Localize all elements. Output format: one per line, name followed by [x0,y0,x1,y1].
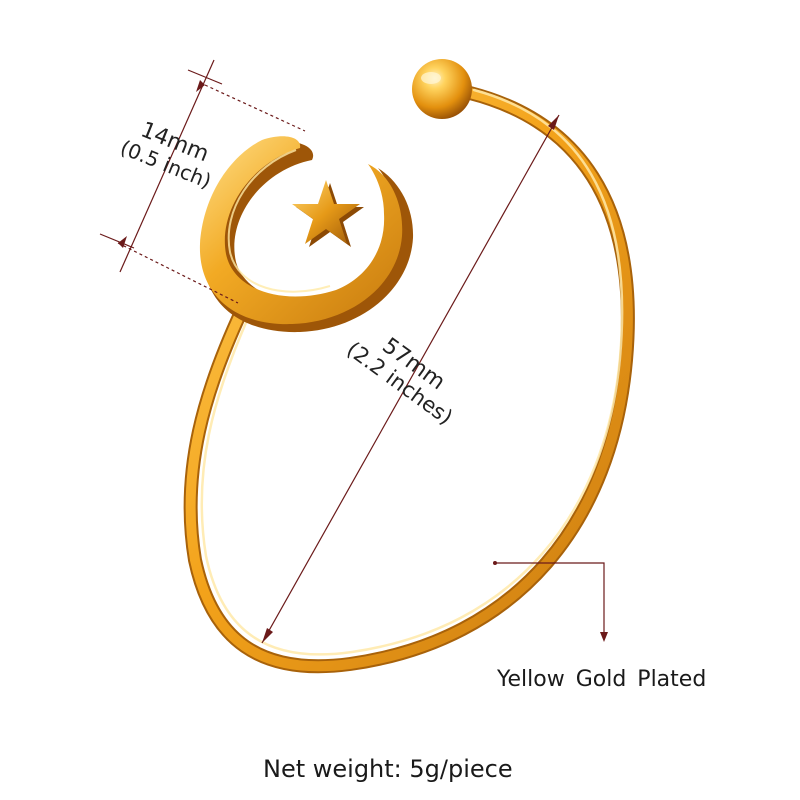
material-label: Yellow Gold Plated [497,667,707,692]
material-callout-line [493,561,608,642]
bangle-ball-end [412,59,472,119]
weight-caption: Net weight: 5g/piece [263,755,513,783]
star-pendant [292,180,364,247]
pendant-dimension-marker [99,59,306,304]
pendant-dimension-label: 14mm (0.5 inch) [117,118,215,194]
bangle-band [183,86,635,674]
bangle-dimension-label: 57mm (2.2 inches) [342,333,457,429]
bangle-dimension-marker [261,114,560,644]
crescent-moon-pendant [199,136,414,333]
